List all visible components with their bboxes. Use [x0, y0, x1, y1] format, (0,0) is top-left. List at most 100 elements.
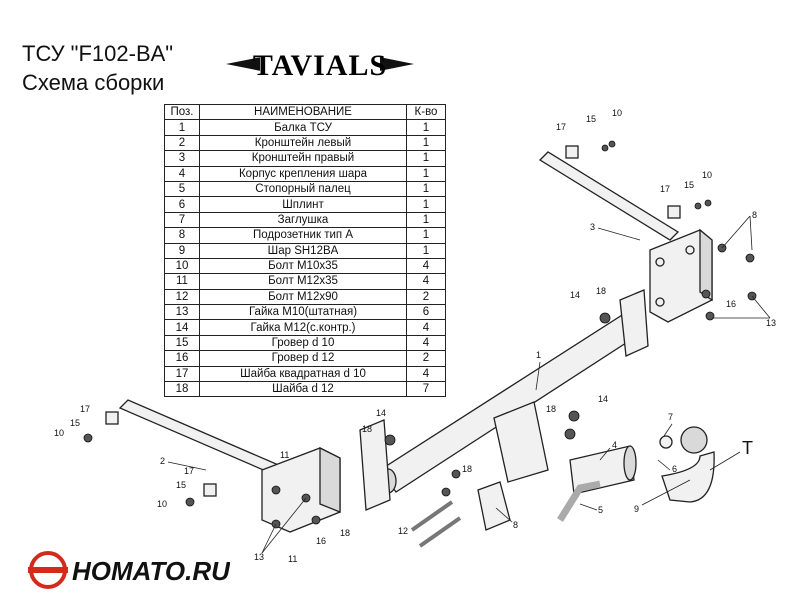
row-pos: 13	[164, 304, 200, 321]
callout-1: 1	[536, 350, 541, 360]
callout-11b: 11	[288, 554, 297, 564]
callout-11a: 11	[280, 450, 289, 460]
homato-watermark: HOMATO.RU	[28, 551, 230, 589]
tavials-logo: TAVIALS	[226, 49, 414, 82]
callout-14b: 14	[376, 408, 386, 418]
row-pos: 14	[164, 319, 200, 336]
row-name: Болт М12х35	[199, 273, 407, 290]
callout-17a: 17	[556, 122, 566, 132]
callout-10a: 10	[612, 108, 622, 118]
row-pos: 17	[164, 365, 200, 383]
callout-13a: 13	[254, 552, 264, 562]
main-beam	[359, 289, 649, 511]
row-qty: 6	[406, 304, 446, 321]
right-bracket	[538, 151, 713, 323]
callout-15a: 15	[586, 114, 596, 124]
row-name: Гровер d 12	[199, 350, 407, 367]
socket-bracket	[477, 481, 511, 531]
row-name: Болт М12х90	[199, 288, 407, 306]
callout-16a: 16	[726, 299, 736, 309]
row-qty: 2	[406, 288, 446, 306]
column-header-qty: К-во	[406, 103, 446, 121]
row-qty: 4	[406, 334, 446, 352]
row-name: Гровер d 10	[199, 334, 407, 352]
column-header-name: НАИМЕНОВАНИЕ	[199, 103, 407, 121]
callout-15c: 15	[70, 418, 80, 428]
callout-2: 2	[160, 456, 165, 466]
row-name: Шайба квадратная d 10	[199, 365, 407, 383]
parts-table-header: Поз. НАИМЕНОВАНИЕ К-во	[164, 103, 446, 121]
callout-17d: 17	[184, 466, 194, 476]
callout-4: 4	[612, 440, 617, 450]
column-header-pos: Поз.	[164, 103, 200, 121]
callout-13b: 13	[766, 318, 776, 328]
row-qty: 1	[406, 242, 446, 259]
row-name: Шар SH12BA	[199, 242, 407, 259]
row-qty: 7	[406, 381, 446, 398]
callout-14c: 14	[598, 394, 608, 404]
row-name: Гайка М10(штатная)	[199, 304, 407, 321]
callout-9: 9	[634, 504, 639, 514]
left-bracket	[118, 399, 341, 533]
row-name: Подрозетник тип А	[199, 227, 407, 244]
callout-18a: 18	[596, 286, 606, 296]
callout-8b: 8	[513, 520, 518, 530]
row-qty: 4	[406, 365, 446, 383]
callout-17b: 17	[660, 184, 670, 194]
callout-3: 3	[590, 222, 595, 232]
callout-16b: 16	[316, 536, 326, 546]
row-pos: 10	[164, 257, 200, 275]
callout-10c: 10	[54, 428, 64, 438]
callout-5: 5	[598, 505, 603, 515]
callout-18d: 18	[462, 464, 472, 474]
row-name: Стопорный палец	[199, 180, 407, 198]
row-qty: 4	[406, 257, 446, 275]
row-qty: 4	[406, 273, 446, 290]
row-qty: 2	[406, 350, 446, 367]
callout-10b: 10	[702, 170, 712, 180]
callout-labels: 1 2 3 4 5 6 7 8 8 9 10 10 10 10 11 11 12…	[54, 108, 776, 564]
leader-lines	[167, 215, 771, 554]
callout-7: 7	[668, 412, 673, 422]
watermark-text: HOMATO.RU	[72, 556, 230, 586]
locking-pin	[557, 480, 601, 522]
row-name: Шайба d 12	[199, 381, 407, 398]
callout-12: 12	[398, 526, 408, 536]
callout-10d: 10	[157, 499, 167, 509]
callout-18c: 18	[546, 404, 556, 414]
row-qty: 4	[406, 319, 446, 336]
callout-18e: 18	[340, 528, 350, 538]
callout-15b: 15	[684, 180, 694, 190]
callout-6: 6	[672, 464, 677, 474]
callout-T: T	[742, 438, 753, 458]
drawing-subtitle: Схема сборки	[22, 70, 165, 95]
row-name: Болт М10х35	[199, 257, 407, 275]
callout-15d: 15	[176, 480, 186, 490]
brand-logo-text: TAVIALS	[253, 49, 387, 82]
ball-mount-body	[569, 445, 637, 495]
row-name: Гайка М12(с.контр.)	[199, 319, 407, 336]
callout-8a: 8	[752, 210, 757, 220]
drawing-title: ТСУ "F102-BA"	[22, 41, 174, 66]
row-pos: 18	[164, 381, 200, 398]
callout-18b: 18	[362, 424, 372, 434]
callout-14a: 14	[570, 290, 580, 300]
